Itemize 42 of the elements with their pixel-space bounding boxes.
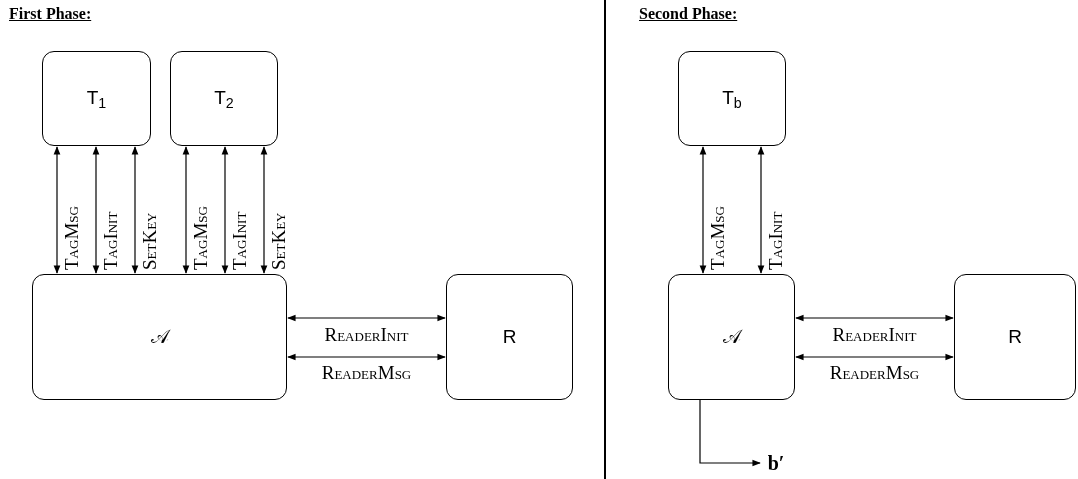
edge-label: TagInit: [101, 210, 120, 270]
edge-label: TagMsg: [708, 205, 727, 270]
arrow: [221, 146, 229, 274]
arrow: [92, 146, 100, 274]
edge-label: ReaderMsg: [828, 363, 921, 382]
node-label: R: [502, 324, 517, 349]
edge-label: ReaderInit: [831, 325, 918, 344]
arrow: [795, 353, 954, 361]
component-box: [954, 274, 1076, 400]
arrow: [699, 146, 707, 274]
component-box: [42, 51, 151, 146]
edge-label: TagMsg: [191, 205, 210, 270]
edge-label: TagInit: [766, 210, 785, 270]
arrow: [182, 146, 190, 274]
component-box: [170, 51, 278, 146]
phase-heading: First Phase:: [9, 4, 92, 24]
node-label: T$_{2}$: [214, 86, 234, 113]
arrow: [131, 146, 139, 274]
node-label: T$_{b}$: [722, 86, 742, 113]
arrow: [53, 146, 61, 274]
node-label: R: [1008, 324, 1022, 349]
node-label: b′: [767, 451, 785, 476]
arrow: [795, 314, 954, 322]
arrow: [699, 399, 761, 467]
component-box: [678, 51, 786, 146]
arrow: [260, 146, 268, 274]
edge-label: ReaderMsg: [320, 363, 413, 382]
edge-label: SetKey: [140, 211, 159, 270]
phase-heading: Second Phase:: [639, 4, 738, 24]
node-label: T$_{1}$: [86, 86, 107, 113]
node-label: 𝒜: [722, 324, 741, 349]
node-label: 𝒜: [150, 324, 169, 349]
component-box: [446, 274, 573, 400]
arrow: [757, 146, 765, 274]
edge-label: ReaderInit: [323, 325, 410, 344]
edge-label: TagInit: [230, 210, 249, 270]
arrow: [287, 353, 446, 361]
component-box: [32, 274, 287, 400]
arrow: [287, 314, 446, 322]
edge-label: SetKey: [269, 211, 288, 270]
edge-label: TagMsg: [62, 205, 81, 270]
component-box: [668, 274, 795, 400]
